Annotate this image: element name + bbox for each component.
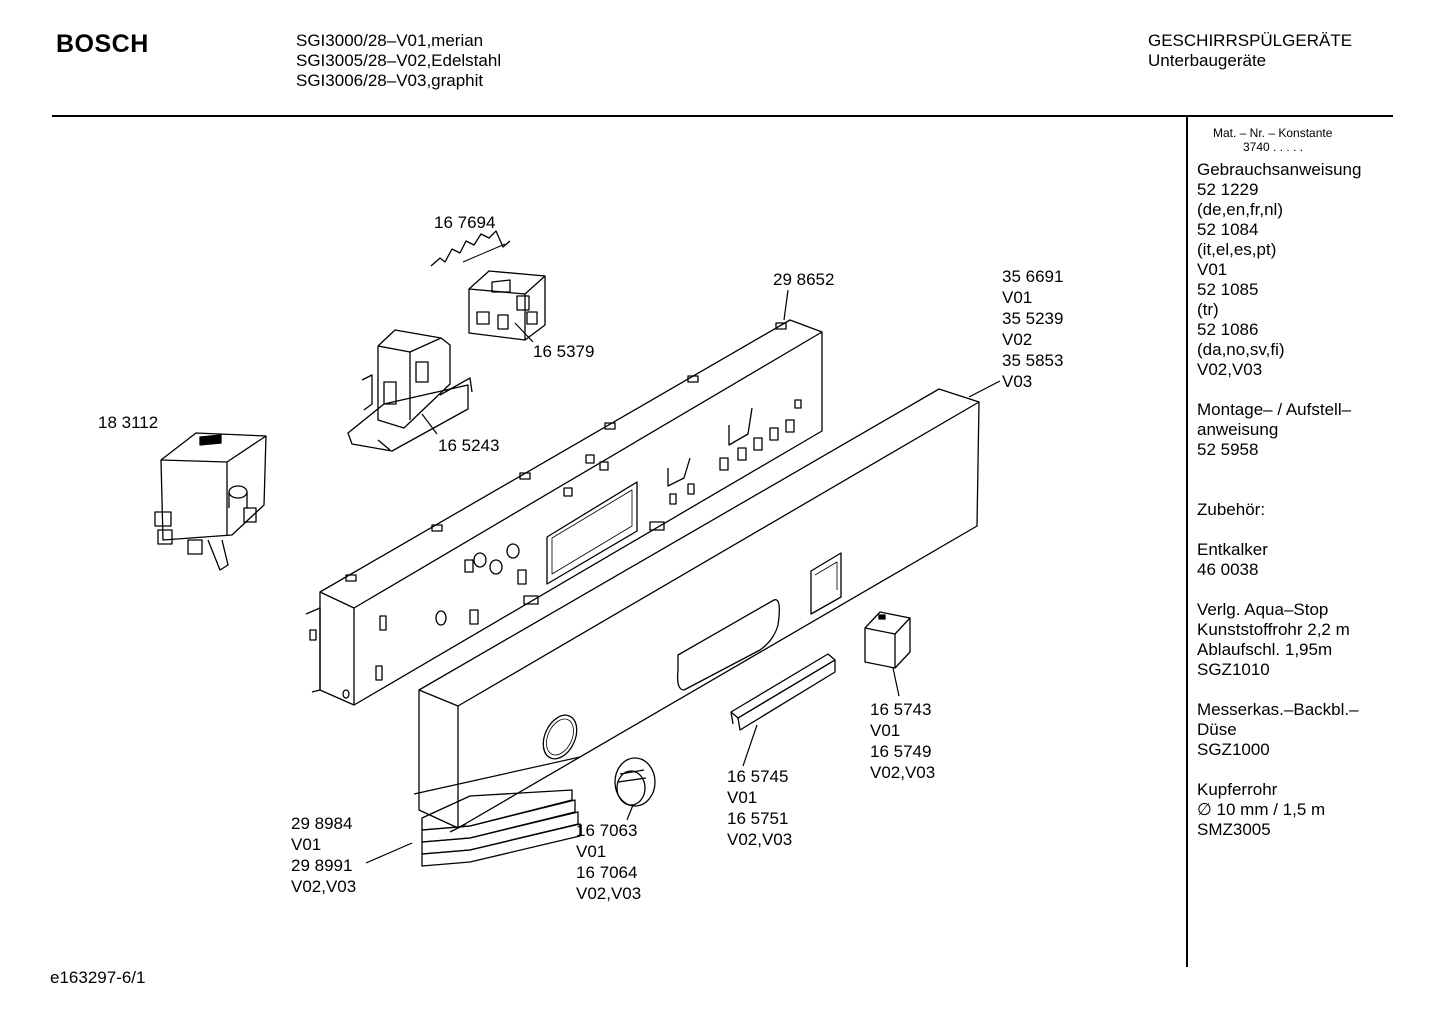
knob-part <box>614 757 656 807</box>
callout-line: 29 8984 <box>291 814 353 833</box>
callout-165745: 16 5745 V01 16 5751 V02,V03 <box>727 766 792 850</box>
callout-line: V02 <box>1002 330 1033 349</box>
sidebar-spacer <box>1197 520 1433 540</box>
sidebar-line: Verlg. Aqua–Stop <box>1197 600 1329 619</box>
callout-line: 18 3112 <box>98 413 159 432</box>
sidebar-line: SGZ1000 <box>1197 740 1270 759</box>
sidebar-line: Entkalker <box>1197 540 1268 559</box>
sidebar-line: V01 <box>1197 260 1228 279</box>
sidebar-line: SMZ3005 <box>1197 820 1271 839</box>
callout-line: 16 5243 <box>438 436 500 455</box>
callout-298652: 29 8652 <box>773 269 834 290</box>
sidebar-line: (da,no,sv,fi) <box>1197 340 1285 359</box>
sidebar-line: (it,el,es,pt) <box>1197 240 1277 259</box>
callout-line: V02,V03 <box>291 877 357 896</box>
callout-165243: 16 5243 <box>438 435 499 456</box>
callout-165379: 16 5379 <box>533 341 594 362</box>
callout-line: 16 5379 <box>533 342 595 361</box>
front-fascia-part <box>418 388 980 829</box>
callout-line: V01 <box>576 842 607 861</box>
callout-line: V01 <box>870 721 901 740</box>
callout-167694: 16 7694 <box>434 212 495 233</box>
sidebar-notes: Mat. – Nr. – Konstante 3740 . . . . . Ge… <box>1197 126 1433 840</box>
sidebar-line: (de,en,fr,nl) <box>1197 200 1283 219</box>
control-module-part <box>154 432 267 571</box>
sidebar-spacer <box>1197 680 1433 700</box>
callout-line: 16 5745 <box>727 767 789 786</box>
sidebar-line: (tr) <box>1197 300 1219 319</box>
brand-logo: BOSCH <box>56 30 149 58</box>
model-line: SGI3005/28–V02,Edelstahl <box>296 51 502 70</box>
model-list: SGI3000/28–V01,merian SGI3005/28–V02,Ede… <box>296 31 501 91</box>
callout-line: V02,V03 <box>870 763 936 782</box>
sidebar-spacer <box>1197 760 1433 780</box>
callout-356691: 35 6691 V01 35 5239 V02 35 5853 V03 <box>1002 266 1063 392</box>
sidebar-line: SGZ1010 <box>1197 660 1270 679</box>
trim-strip-part <box>730 653 836 731</box>
callout-line: V01 <box>291 835 322 854</box>
spring-clip-part <box>430 230 511 267</box>
mat-value: 3740 . . . . . <box>1243 140 1304 154</box>
callout-line: V02,V03 <box>727 830 793 849</box>
callout-165743: 16 5743 V01 16 5749 V02,V03 <box>870 699 935 783</box>
switch-block-part <box>468 270 546 341</box>
callout-line: 16 7063 <box>576 821 638 840</box>
callout-line: V03 <box>1002 372 1033 391</box>
model-line: SGI3000/28–V01,merian <box>296 31 484 50</box>
sidebar-line: Zubehör: <box>1197 500 1266 519</box>
callout-298984: 29 8984 V01 29 8991 V02,V03 <box>291 813 356 897</box>
sidebar-line: Ablaufschl. 1,95m <box>1197 640 1333 659</box>
sidebar-spacer <box>1197 460 1433 480</box>
sidebar-line: anweisung <box>1197 420 1279 439</box>
sidebar-line: 46 0038 <box>1197 560 1259 579</box>
exploded-diagram <box>154 230 1001 867</box>
sidebar-spacer <box>1197 580 1433 600</box>
callout-line: 16 7694 <box>434 213 496 232</box>
callout-line: 35 5853 <box>1002 351 1064 370</box>
callout-line: 29 8991 <box>291 856 353 875</box>
header-divider <box>52 115 1393 117</box>
callout-line: V01 <box>727 788 758 807</box>
sidebar-line: Montage– / Aufstell– <box>1197 400 1352 419</box>
mat-label: Mat. – Nr. – Konstante <box>1213 126 1333 140</box>
sidebar-line: V02,V03 <box>1197 360 1263 379</box>
sidebar-line: Düse <box>1197 720 1237 739</box>
sidebar-line: Gebrauchsanweisung <box>1197 160 1362 179</box>
sidebar-divider <box>1186 117 1188 967</box>
sidebar-line: Kunststoffrohr 2,2 m <box>1197 620 1350 639</box>
callout-line: 35 6691 <box>1002 267 1064 286</box>
sidebar-line: 52 1085 <box>1197 280 1259 299</box>
sidebar-line: Messerkas.–Backbl.– <box>1197 700 1359 719</box>
sidebar-line: 52 1086 <box>1197 320 1259 339</box>
callout-line: V02,V03 <box>576 884 642 903</box>
button-cap-part <box>864 611 911 669</box>
callout-line: 16 5751 <box>727 809 789 828</box>
callout-line: 29 8652 <box>773 270 835 289</box>
callout-183112: 18 3112 <box>98 412 158 433</box>
callout-167063: 16 7063 V01 16 7064 V02,V03 <box>576 820 641 904</box>
bracket-part <box>347 329 473 452</box>
category-line: Unterbaugeräte <box>1148 51 1267 70</box>
seal-strips-part <box>421 789 581 867</box>
callout-line: 16 7064 <box>576 863 638 882</box>
sidebar-spacer <box>1197 480 1433 500</box>
callout-line: 35 5239 <box>1002 309 1064 328</box>
callout-line: V01 <box>1002 288 1033 307</box>
category-line: GESCHIRRSPÜLGERÄTE <box>1148 31 1353 50</box>
callout-line: 16 5743 <box>870 700 932 719</box>
sidebar-line: ∅ 10 mm / 1,5 m <box>1197 800 1326 819</box>
sidebar-line: 52 1229 <box>1197 180 1259 199</box>
leader-lines <box>365 289 1001 864</box>
sidebar-line: 52 5958 <box>1197 440 1259 459</box>
callout-line: 16 5749 <box>870 742 932 761</box>
sidebar-line: Kupferrohr <box>1197 780 1278 799</box>
rear-panel-part <box>305 319 823 706</box>
category-title: GESCHIRRSPÜLGERÄTE Unterbaugeräte <box>1148 31 1352 71</box>
sidebar-spacer <box>1197 380 1433 400</box>
document-code: e163297-6/1 <box>50 968 146 987</box>
sidebar-line: 52 1084 <box>1197 220 1259 239</box>
model-line: SGI3006/28–V03,graphit <box>296 71 484 90</box>
